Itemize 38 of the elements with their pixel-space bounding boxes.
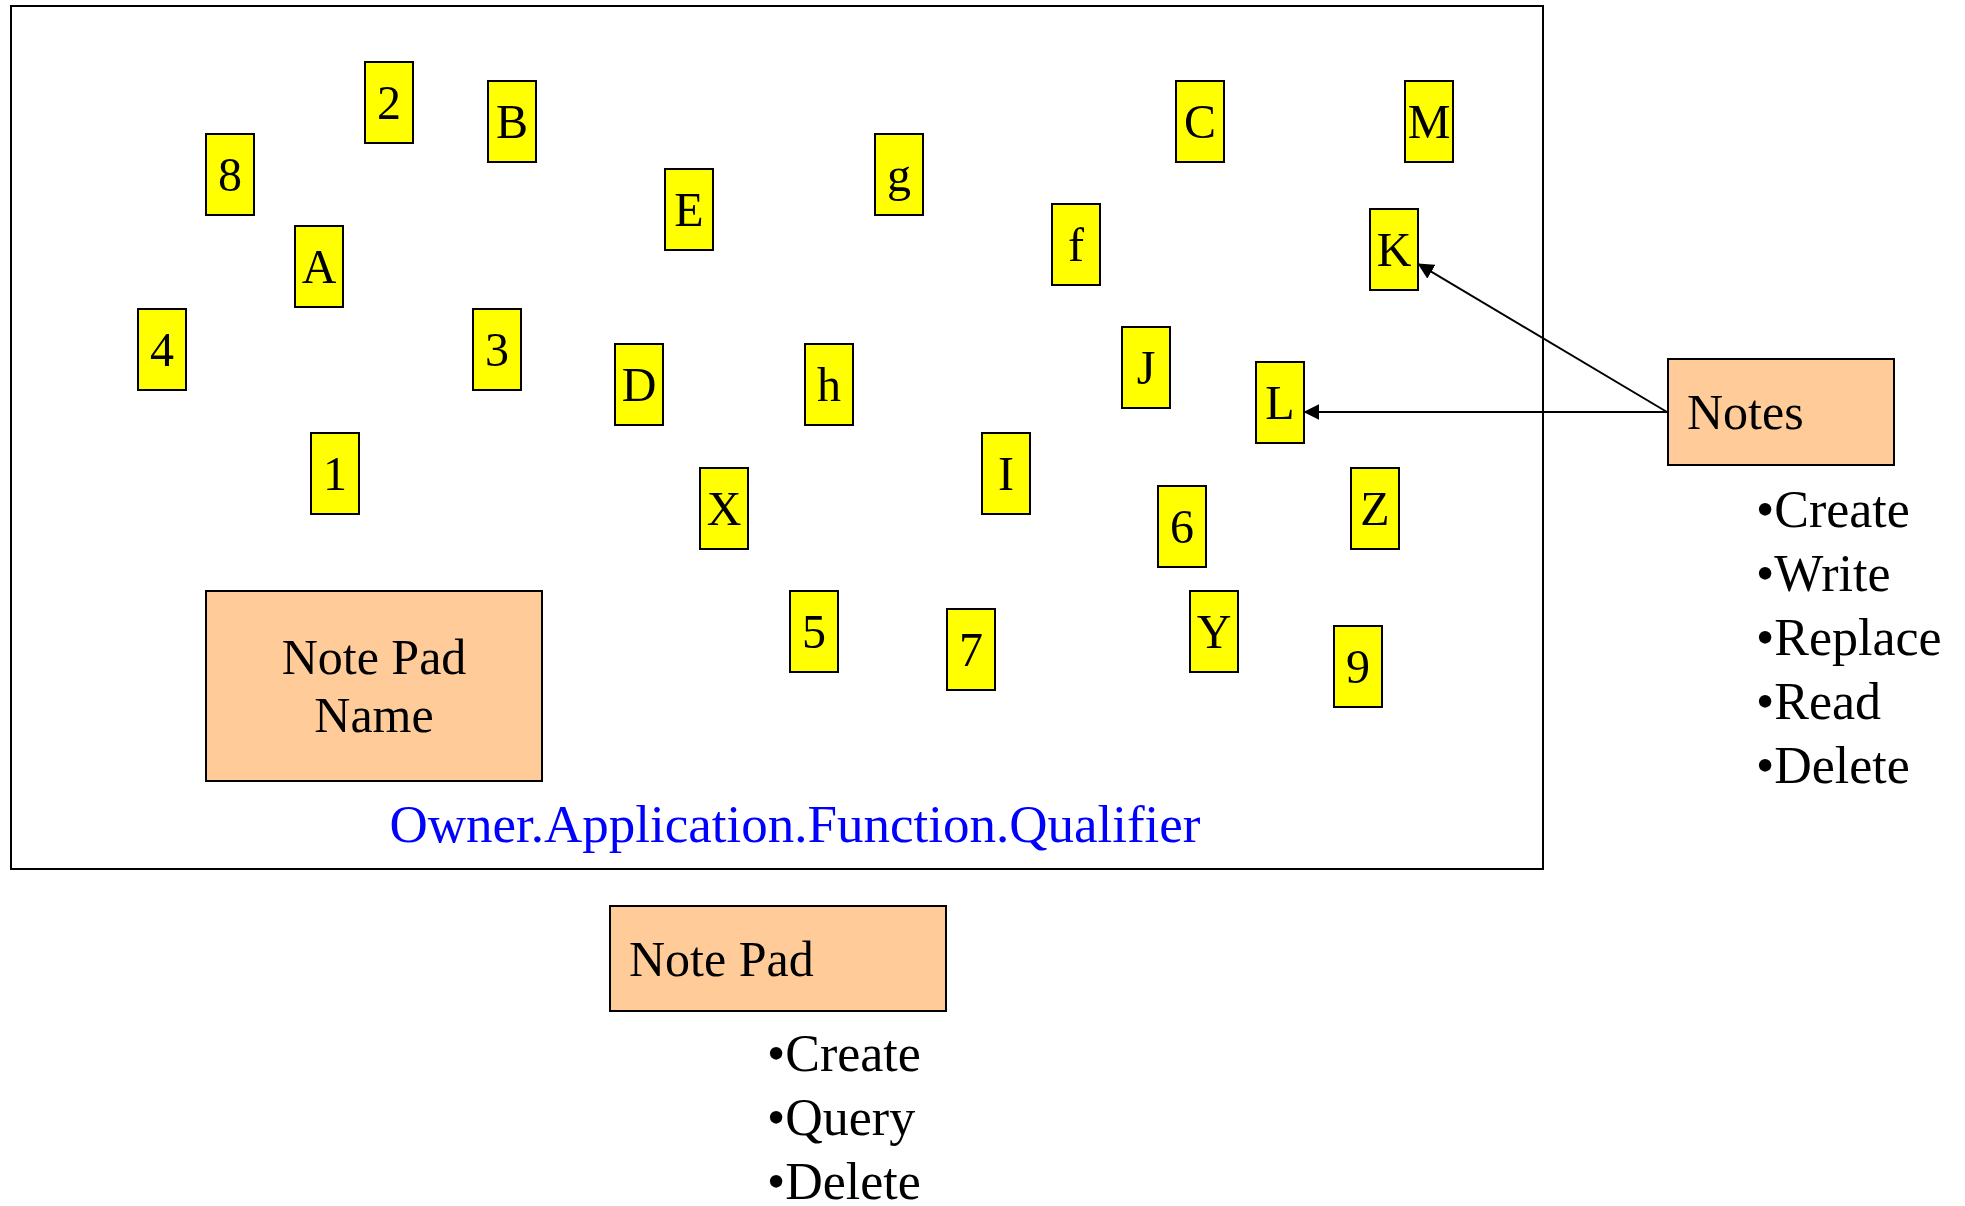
sticky-note: C	[1175, 80, 1225, 163]
object-box: Note Pad Name	[205, 590, 543, 782]
object-box: Notes	[1667, 358, 1895, 466]
sticky-note: 6	[1157, 485, 1207, 568]
sticky-note: M	[1404, 80, 1454, 163]
method-item: •Write	[1756, 544, 1891, 604]
method-item: •Replace	[1756, 608, 1942, 668]
method-item: •Create	[767, 1024, 921, 1084]
sticky-note: E	[664, 168, 714, 251]
method-item: •Query	[767, 1088, 916, 1148]
object-box: Note Pad	[609, 905, 947, 1012]
method-item: •Create	[1756, 480, 1910, 540]
sticky-note: 8	[205, 133, 255, 216]
sticky-note: h	[804, 343, 854, 426]
sticky-note: f	[1051, 203, 1101, 286]
method-item: •Delete	[1756, 736, 1910, 796]
sticky-note: 5	[789, 590, 839, 673]
sticky-note: Y	[1189, 590, 1239, 673]
sticky-note: I	[981, 432, 1031, 515]
sticky-note: L	[1255, 361, 1305, 444]
sticky-note: 4	[137, 308, 187, 391]
sticky-note: D	[614, 343, 664, 426]
sticky-note: B	[487, 80, 537, 163]
method-item: •Delete	[767, 1152, 921, 1206]
sticky-note: K	[1369, 208, 1419, 291]
container-frame	[10, 5, 1544, 870]
sticky-note: X	[699, 467, 749, 550]
sticky-note: A	[294, 225, 344, 308]
sticky-note: 2	[364, 61, 414, 144]
sticky-note: 7	[946, 608, 996, 691]
sticky-note: g	[874, 133, 924, 216]
sticky-note: 1	[310, 432, 360, 515]
sticky-note: J	[1121, 326, 1171, 409]
sticky-note: 3	[472, 308, 522, 391]
sticky-note: Z	[1350, 467, 1400, 550]
method-item: •Read	[1756, 672, 1882, 732]
sticky-note: 9	[1333, 625, 1383, 708]
qualifier-text: Owner.Application.Function.Qualifier	[389, 794, 1201, 854]
